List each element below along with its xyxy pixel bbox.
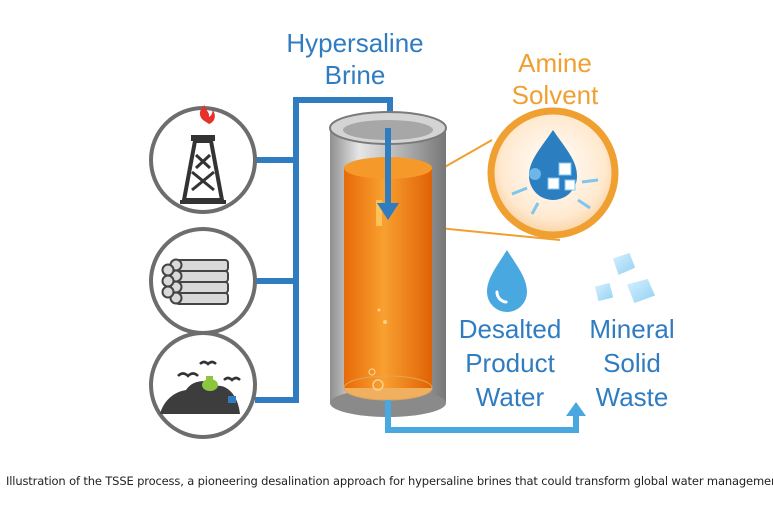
- pipes-icon: [149, 227, 257, 335]
- landfill-icon: [149, 331, 257, 439]
- brine-inflow-arrow: [377, 128, 399, 220]
- waste-label-line1: Mineral: [589, 314, 674, 344]
- solvent-label-line2: Solvent: [512, 80, 599, 110]
- brine-label-line2: Brine: [325, 60, 386, 90]
- water-outflow-arrow: [385, 400, 586, 433]
- water-droplet-icon: [487, 250, 527, 312]
- water-label-line3: Water: [476, 382, 545, 412]
- water-label-line2: Product: [465, 348, 555, 378]
- oil-rig-icon: [149, 105, 257, 214]
- crystals-icon: [593, 251, 658, 305]
- waste-label-line3: Waste: [596, 382, 669, 412]
- figure-caption: Illustration of the TSSE process, a pion…: [6, 474, 773, 488]
- waste-label-line2: Solid: [603, 348, 661, 378]
- brine-label-line1: Hypersaline: [286, 28, 423, 58]
- solvent-label-line1: Amine: [518, 48, 592, 78]
- water-label-line1: Desalted: [459, 314, 562, 344]
- solvent-droplet-icon: [487, 107, 619, 239]
- brine-pipes: [255, 97, 393, 403]
- tsse-process-diagram: Hypersaline Brine Amine Solvent Desalted…: [149, 28, 675, 439]
